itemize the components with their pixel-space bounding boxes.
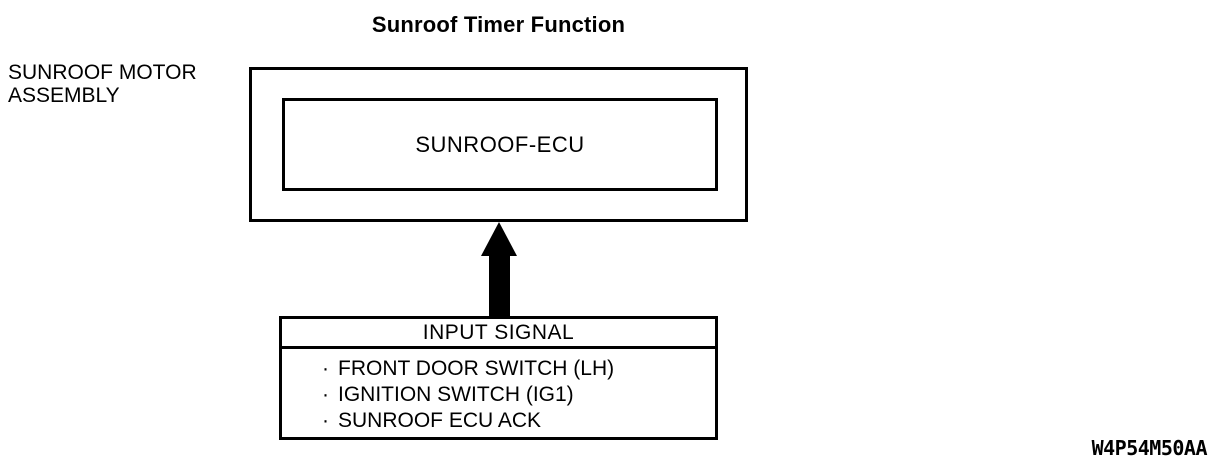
input-signal-item: · FRONT DOOR SWITCH (LH) [322,356,715,382]
input-signal-item-label: FRONT DOOR SWITCH (LH) [338,357,615,380]
sunroof-ecu-label: SUNROOF-ECU [415,131,585,157]
input-signal-header: INPUT SIGNAL [282,319,715,349]
input-signal-list: · FRONT DOOR SWITCH (LH) · IGNITION SWITCH… [282,349,715,434]
figure-code: W4P54M50AA [1091,436,1208,460]
input-signal-item-label: IGNITION SWITCH (IG1) [338,383,574,406]
bullet-icon: · [322,383,329,406]
arrow-shaft [489,252,510,316]
input-signal-item-label: SUNROOF ECU ACK [338,409,542,432]
assembly-label-line1: SUNROOF MOTOR [8,61,197,84]
arrow-up-icon [481,222,517,256]
diagram-title: Sunroof Timer Function [371,12,626,37]
bullet-icon: · [322,357,329,380]
bullet-icon: · [322,409,329,432]
sunroof-motor-assembly-label: SUNROOF MOTOR ASSEMBLY [8,61,197,107]
input-signal-box: INPUT SIGNAL · FRONT DOOR SWITCH (LH) · IG… [279,316,718,440]
input-signal-item: · SUNROOF ECU ACK [322,408,715,434]
sunroof-ecu-box: SUNROOF-ECU [282,98,718,191]
input-signal-item: · IGNITION SWITCH (IG1) [322,382,715,408]
assembly-label-line2: ASSEMBLY [8,84,120,107]
